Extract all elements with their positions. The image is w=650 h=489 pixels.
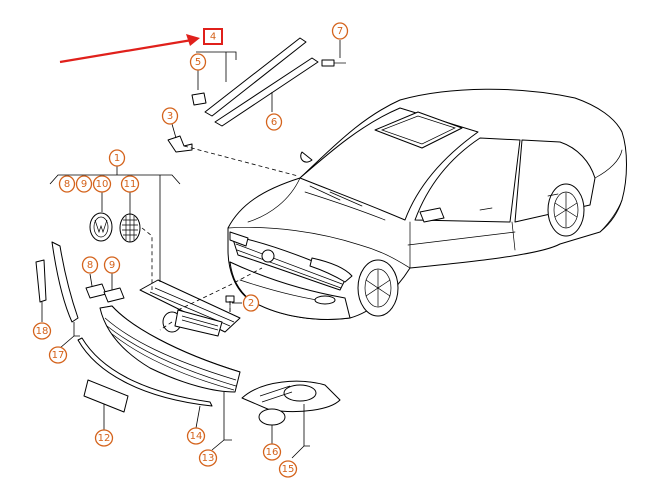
part-6-moulding-strip bbox=[204, 37, 319, 127]
callout-number: 11 bbox=[124, 179, 137, 190]
callout-c9a: 9 bbox=[75, 175, 93, 193]
part-1-grille-upper bbox=[139, 279, 241, 337]
car-foglight bbox=[314, 295, 336, 305]
callout-number: 8 bbox=[64, 179, 70, 190]
car-front-emblem bbox=[261, 249, 275, 263]
part-15-foglight-cover bbox=[241, 380, 341, 413]
callout-circle bbox=[120, 175, 140, 193]
callout-number: 9 bbox=[109, 260, 115, 271]
callout-circle bbox=[48, 346, 68, 364]
callout-circle bbox=[189, 53, 207, 71]
callout-number: 7 bbox=[337, 26, 343, 37]
part-9-clip bbox=[103, 287, 125, 303]
part-8-clip bbox=[85, 283, 107, 299]
part-14-trim-strip bbox=[77, 337, 213, 407]
part-17-trim bbox=[51, 241, 79, 323]
callout-number: 10 bbox=[96, 179, 109, 190]
callout-circle bbox=[242, 294, 260, 312]
callout-number: 16 bbox=[266, 447, 279, 458]
car-mirror-left bbox=[300, 151, 313, 163]
car-front-bumper bbox=[229, 261, 351, 320]
callout-c1: 1 bbox=[108, 149, 126, 167]
car-headlight-right bbox=[309, 257, 353, 283]
callout-number: 1 bbox=[114, 153, 120, 164]
callout-circle bbox=[81, 256, 99, 274]
callout-circle bbox=[108, 149, 126, 167]
callout-c16: 16 bbox=[262, 443, 282, 461]
callout-circle bbox=[161, 107, 179, 125]
part-5-clip bbox=[191, 92, 207, 106]
callout-c8b: 8 bbox=[81, 256, 99, 274]
callout-c17: 17 bbox=[48, 346, 68, 364]
callout-c5: 5 bbox=[189, 53, 207, 71]
callout-c14: 14 bbox=[186, 427, 206, 445]
callout-c10: 10 bbox=[92, 175, 112, 193]
part-18-trim bbox=[35, 259, 47, 303]
car-side-window-front bbox=[414, 137, 521, 223]
part-11-carrier bbox=[119, 213, 141, 243]
part-10-emblem bbox=[89, 212, 113, 242]
callout-c9b: 9 bbox=[103, 256, 121, 274]
callout-circle bbox=[92, 175, 112, 193]
callout-circle bbox=[94, 429, 114, 447]
highlight-arrow bbox=[59, 28, 223, 64]
callout-number: 13 bbox=[202, 453, 215, 464]
callout-circle bbox=[198, 449, 218, 467]
callout-circle bbox=[278, 460, 298, 478]
car-headlight-left bbox=[229, 231, 249, 247]
callout-c7: 7 bbox=[331, 22, 349, 40]
callout-circle bbox=[32, 322, 52, 340]
part-12-plate-holder bbox=[83, 379, 129, 413]
part-7-screw bbox=[321, 59, 346, 67]
callout-circle bbox=[186, 427, 206, 445]
callout-circle bbox=[103, 256, 121, 274]
car-side-mirror bbox=[419, 207, 445, 223]
callout-number: 18 bbox=[36, 326, 49, 337]
leader-lines bbox=[41, 40, 341, 459]
car-hood-line bbox=[227, 226, 411, 269]
callout-c15: 15 bbox=[278, 460, 298, 478]
callout-circle bbox=[331, 22, 349, 40]
part-13-lower-grille bbox=[99, 305, 241, 393]
car-illustration bbox=[227, 88, 627, 320]
callout-circle bbox=[265, 113, 283, 131]
callout-c18: 18 bbox=[32, 322, 52, 340]
callout-c3: 3 bbox=[161, 107, 179, 125]
callout-number: 17 bbox=[52, 350, 65, 361]
callout-number: 14 bbox=[190, 431, 203, 442]
callout-number: 15 bbox=[282, 464, 295, 475]
callout-circle bbox=[75, 175, 93, 193]
car-sunroof bbox=[374, 111, 463, 149]
callout-number: 9 bbox=[81, 179, 87, 190]
callout-number: 2 bbox=[248, 298, 254, 309]
part-16-ring bbox=[258, 408, 286, 426]
callout-c6: 6 bbox=[265, 113, 283, 131]
assembly-guides bbox=[141, 145, 299, 331]
callout-c12: 12 bbox=[94, 429, 114, 447]
callout-number: 3 bbox=[167, 111, 173, 122]
callout-number: 12 bbox=[98, 433, 111, 444]
callout-circle bbox=[58, 175, 76, 193]
callout-c8a: 8 bbox=[58, 175, 76, 193]
callout-number: 5 bbox=[195, 57, 201, 68]
callout-c11: 11 bbox=[120, 175, 140, 193]
callout-number: 6 bbox=[271, 117, 277, 128]
callout-c13: 13 bbox=[198, 449, 218, 467]
part-3-bracket bbox=[167, 135, 193, 153]
callout-c2: 2 bbox=[242, 294, 260, 312]
highlighted-part-label: 4 bbox=[210, 32, 216, 43]
callout-circle bbox=[262, 443, 282, 461]
callout-number: 8 bbox=[87, 260, 93, 271]
